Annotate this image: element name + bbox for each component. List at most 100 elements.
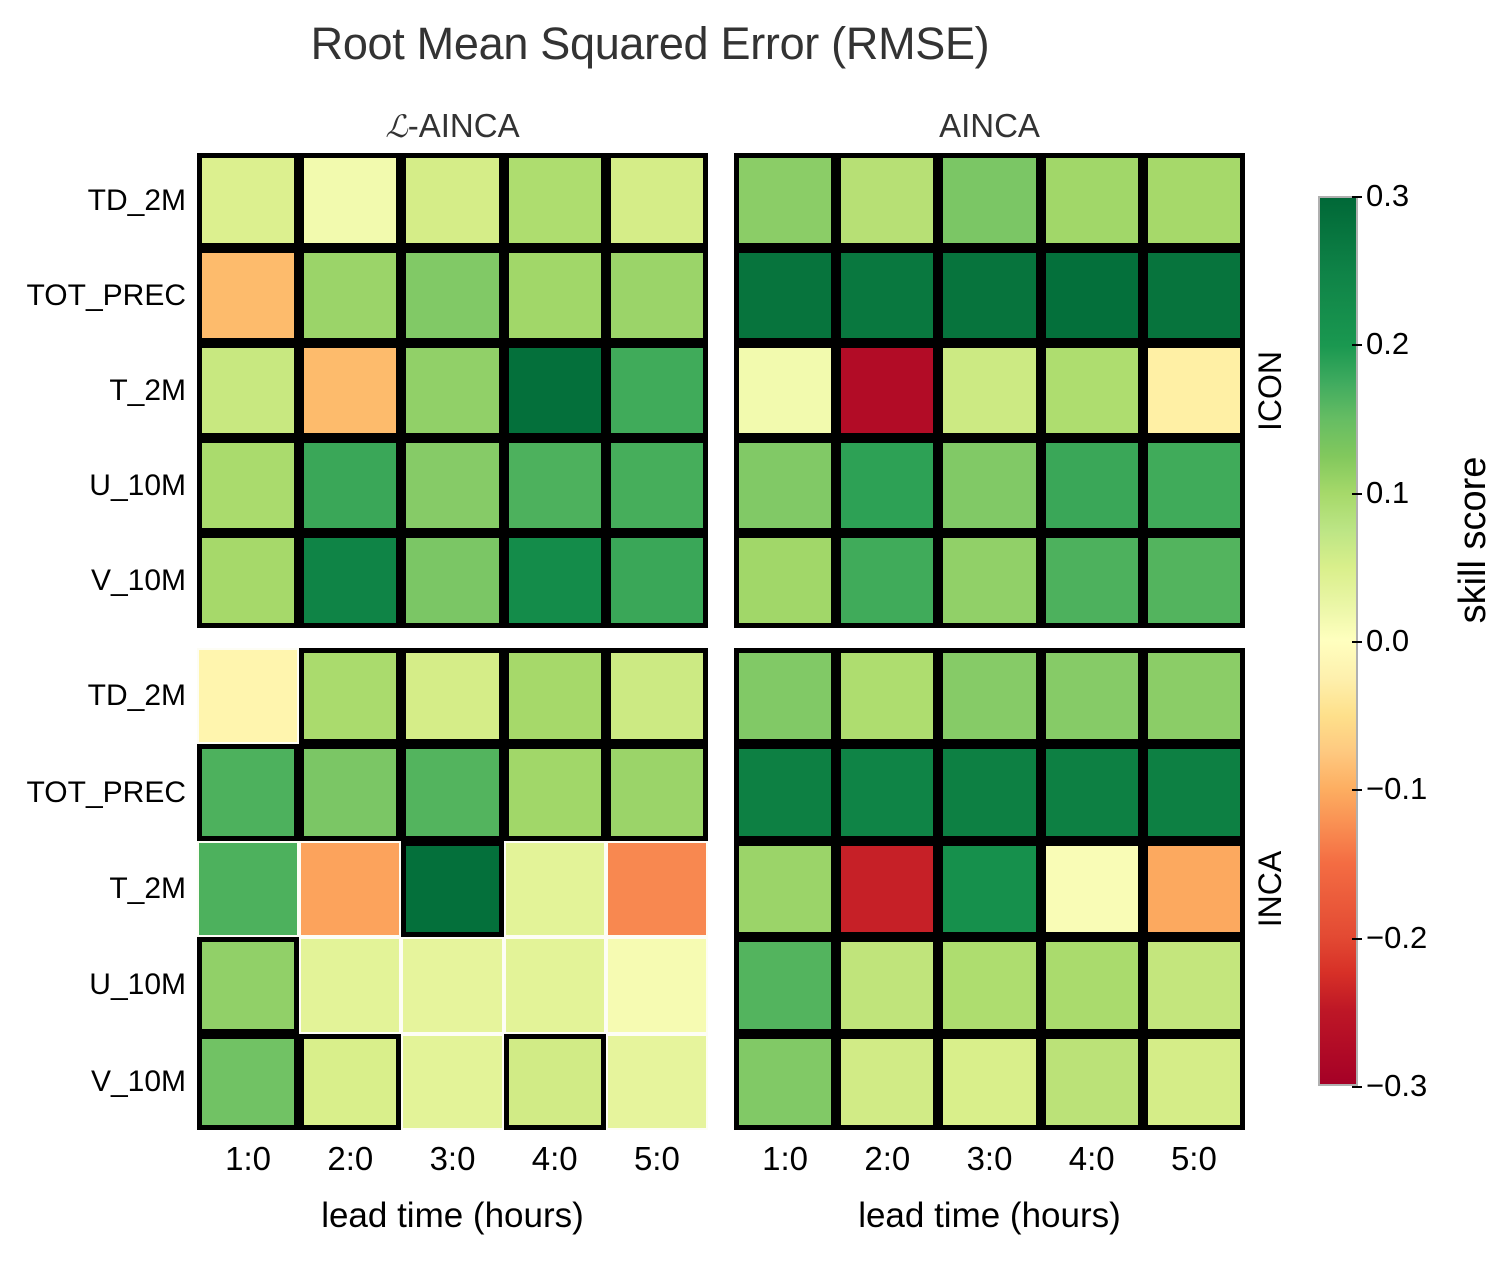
heatmap-cell[interactable] bbox=[299, 744, 402, 841]
heatmap-cell[interactable] bbox=[938, 1033, 1041, 1130]
heatmap-cell[interactable] bbox=[605, 533, 708, 628]
heatmap-cell[interactable] bbox=[734, 533, 837, 628]
heatmap-cell[interactable] bbox=[299, 343, 402, 438]
heatmap-cell[interactable] bbox=[938, 744, 1041, 841]
heatmap-cell[interactable] bbox=[1142, 1033, 1245, 1130]
heatmap-cell[interactable] bbox=[401, 248, 504, 343]
heatmap-cell[interactable] bbox=[503, 1033, 606, 1130]
heatmap-cell[interactable] bbox=[401, 533, 504, 628]
heatmap-cell[interactable] bbox=[197, 248, 300, 343]
heatmap-cell[interactable] bbox=[503, 343, 606, 438]
heatmap-cell[interactable] bbox=[1142, 937, 1245, 1034]
heatmap-cell[interactable] bbox=[605, 438, 708, 533]
heatmap-cell[interactable] bbox=[1040, 840, 1143, 938]
heatmap-cell[interactable] bbox=[836, 438, 939, 533]
heatmap-cell[interactable] bbox=[605, 1033, 708, 1130]
heatmap-cell[interactable] bbox=[734, 840, 837, 938]
heatmap-cell[interactable] bbox=[503, 648, 606, 745]
heatmap-cell[interactable] bbox=[1040, 153, 1143, 248]
heatmap-cell[interactable] bbox=[734, 744, 837, 841]
heatmap-cell[interactable] bbox=[836, 533, 939, 628]
heatmap-cell[interactable] bbox=[299, 937, 402, 1034]
heatmap-cell[interactable] bbox=[401, 648, 504, 745]
heatmap-cell[interactable] bbox=[1040, 744, 1143, 841]
heatmap-cell[interactable] bbox=[605, 248, 708, 343]
heatmap-cell[interactable] bbox=[299, 1033, 402, 1130]
heatmap-cell[interactable] bbox=[1142, 153, 1245, 248]
heatmap-cell[interactable] bbox=[836, 648, 939, 745]
heatmap-cell[interactable] bbox=[401, 153, 504, 248]
heatmap-cell[interactable] bbox=[1142, 840, 1245, 938]
heatmap-cell[interactable] bbox=[197, 153, 300, 248]
heatmap-cell[interactable] bbox=[938, 438, 1041, 533]
heatmap-cell[interactable] bbox=[605, 343, 708, 438]
heatmap-cell[interactable] bbox=[1142, 648, 1245, 745]
heatmap-cell[interactable] bbox=[197, 533, 300, 628]
heatmap-cell[interactable] bbox=[197, 937, 300, 1034]
heatmap-cell[interactable] bbox=[299, 840, 402, 938]
heatmap-cell[interactable] bbox=[197, 343, 300, 438]
heatmap-cell[interactable] bbox=[1040, 937, 1143, 1034]
heatmap-cell[interactable] bbox=[938, 153, 1041, 248]
heatmap-cell[interactable] bbox=[1040, 648, 1143, 745]
heatmap-panel-inca-l-ainca[interactable] bbox=[197, 648, 708, 1130]
heatmap-cell[interactable] bbox=[503, 744, 606, 841]
heatmap-cell[interactable] bbox=[605, 840, 708, 938]
heatmap-cell[interactable] bbox=[734, 648, 837, 745]
heatmap-cell[interactable] bbox=[1040, 1033, 1143, 1130]
heatmap-cell[interactable] bbox=[734, 937, 837, 1034]
heatmap-cell[interactable] bbox=[836, 840, 939, 938]
heatmap-cell[interactable] bbox=[1142, 343, 1245, 438]
heatmap-cell[interactable] bbox=[605, 153, 708, 248]
heatmap-cell[interactable] bbox=[938, 533, 1041, 628]
heatmap-cell[interactable] bbox=[299, 438, 402, 533]
heatmap-cell[interactable] bbox=[401, 840, 504, 938]
heatmap-cell[interactable] bbox=[299, 533, 402, 628]
heatmap-cell[interactable] bbox=[197, 744, 300, 841]
heatmap-cell[interactable] bbox=[1040, 343, 1143, 438]
heatmap-cell[interactable] bbox=[197, 1033, 300, 1130]
heatmap-cell[interactable] bbox=[401, 343, 504, 438]
heatmap-cell[interactable] bbox=[401, 438, 504, 533]
heatmap-cell[interactable] bbox=[734, 438, 837, 533]
heatmap-cell[interactable] bbox=[197, 438, 300, 533]
heatmap-cell[interactable] bbox=[1142, 248, 1245, 343]
heatmap-cell[interactable] bbox=[1040, 248, 1143, 343]
heatmap-cell[interactable] bbox=[503, 533, 606, 628]
heatmap-cell[interactable] bbox=[1142, 533, 1245, 628]
heatmap-cell[interactable] bbox=[938, 840, 1041, 938]
heatmap-cell[interactable] bbox=[938, 343, 1041, 438]
heatmap-cell[interactable] bbox=[503, 248, 606, 343]
heatmap-cell[interactable] bbox=[1142, 744, 1245, 841]
heatmap-cell[interactable] bbox=[503, 438, 606, 533]
heatmap-cell[interactable] bbox=[1142, 438, 1245, 533]
heatmap-cell[interactable] bbox=[836, 937, 939, 1034]
heatmap-cell[interactable] bbox=[938, 648, 1041, 745]
heatmap-cell[interactable] bbox=[836, 744, 939, 841]
heatmap-cell[interactable] bbox=[197, 648, 300, 745]
heatmap-panel-icon-l-ainca[interactable] bbox=[197, 153, 708, 628]
heatmap-panel-icon-ainca[interactable] bbox=[734, 153, 1245, 628]
heatmap-cell[interactable] bbox=[503, 153, 606, 248]
heatmap-cell[interactable] bbox=[503, 840, 606, 938]
heatmap-cell[interactable] bbox=[299, 248, 402, 343]
heatmap-cell[interactable] bbox=[1040, 438, 1143, 533]
heatmap-cell[interactable] bbox=[734, 343, 837, 438]
heatmap-cell[interactable] bbox=[1040, 533, 1143, 628]
heatmap-cell[interactable] bbox=[299, 153, 402, 248]
heatmap-cell[interactable] bbox=[401, 937, 504, 1034]
heatmap-cell[interactable] bbox=[605, 744, 708, 841]
heatmap-cell[interactable] bbox=[938, 248, 1041, 343]
heatmap-cell[interactable] bbox=[938, 937, 1041, 1034]
heatmap-cell[interactable] bbox=[401, 744, 504, 841]
heatmap-cell[interactable] bbox=[401, 1033, 504, 1130]
heatmap-cell[interactable] bbox=[605, 648, 708, 745]
heatmap-panel-inca-ainca[interactable] bbox=[734, 648, 1245, 1130]
heatmap-cell[interactable] bbox=[299, 648, 402, 745]
heatmap-cell[interactable] bbox=[197, 840, 300, 938]
heatmap-cell[interactable] bbox=[605, 937, 708, 1034]
heatmap-cell[interactable] bbox=[734, 1033, 837, 1130]
heatmap-cell[interactable] bbox=[734, 248, 837, 343]
heatmap-cell[interactable] bbox=[836, 1033, 939, 1130]
heatmap-cell[interactable] bbox=[836, 248, 939, 343]
